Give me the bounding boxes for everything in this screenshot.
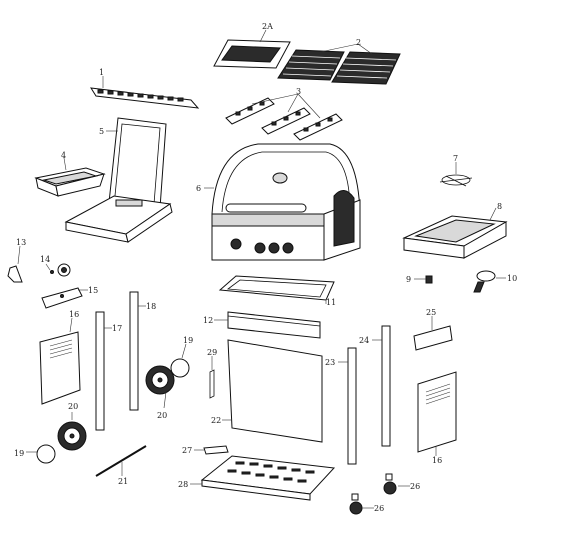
label-20b: 20	[68, 402, 78, 411]
part-10-side-burner-valve: 10	[473, 270, 517, 293]
label-2a: 2A	[262, 22, 273, 31]
part-6-firebox-hood: 6	[196, 143, 361, 261]
label-12: 12	[203, 316, 213, 325]
part-19-hubcap-upper: 19	[170, 336, 193, 378]
label-16b: 16	[432, 456, 442, 465]
part-9-ignitor: 9	[406, 275, 433, 284]
part-4-grease-tray: 4	[34, 151, 106, 197]
part-27-bracket: 27	[182, 445, 229, 455]
part-13-hook: 13	[7, 238, 26, 283]
label-10: 10	[507, 274, 517, 283]
part-20-wheel-upper: 20	[145, 365, 175, 420]
part-1-warming-rack: 1	[90, 68, 200, 109]
label-26a: 26	[410, 482, 420, 491]
label-1: 1	[99, 68, 104, 77]
label-19b: 19	[14, 449, 24, 458]
part-14-knob: 14	[40, 255, 71, 277]
part-26-caster-upper: 26	[383, 473, 420, 495]
part-16-left-panel: 16	[39, 310, 81, 405]
part-29-handle: 29	[207, 348, 217, 399]
part-2-cooking-grates: 2	[277, 38, 401, 85]
part-25-right-rail: 25	[413, 308, 453, 351]
label-14: 14	[40, 255, 50, 264]
label-20a: 20	[157, 411, 167, 420]
label-2: 2	[356, 38, 361, 47]
part-18-leg: 18	[129, 291, 156, 411]
label-11: 11	[326, 298, 336, 307]
label-3: 3	[296, 87, 301, 96]
label-18: 18	[146, 302, 156, 311]
part-15-control-rail: 15	[41, 286, 98, 309]
label-23: 23	[325, 358, 335, 367]
label-15: 15	[88, 286, 98, 295]
part-23-right-leg: 23	[325, 347, 357, 465]
label-17: 17	[112, 324, 122, 333]
part-21-axle: 21	[95, 445, 147, 486]
part-5-side-burner-lid: 5	[64, 117, 173, 243]
label-25: 25	[426, 308, 436, 317]
part-20-wheel-lower: 20	[57, 402, 87, 451]
label-16a: 16	[69, 310, 79, 319]
part-12-back-rail: 12	[203, 311, 321, 339]
part-7-side-burner-grate: 7	[439, 154, 473, 187]
label-6: 6	[196, 184, 201, 193]
label-28: 28	[178, 480, 188, 489]
part-26-caster-lower: 26	[349, 493, 384, 515]
label-24: 24	[359, 336, 369, 345]
part-28-bottom-shelf: 28	[178, 455, 336, 501]
label-21: 21	[118, 477, 128, 486]
label-29: 29	[207, 348, 217, 357]
label-9: 9	[406, 275, 411, 284]
label-7: 7	[453, 154, 458, 163]
label-27: 27	[182, 446, 192, 455]
part-16-right-panel: 16	[417, 371, 457, 465]
part-19-hubcap-lower: 19	[14, 444, 56, 464]
label-26b: 26	[374, 504, 384, 513]
label-13: 13	[16, 238, 26, 247]
part-3-flame-tamers: 3	[225, 87, 343, 141]
label-8: 8	[497, 202, 502, 211]
label-4: 4	[61, 151, 66, 160]
label-22: 22	[211, 416, 221, 425]
part-8-side-burner-box: 8	[402, 202, 508, 259]
label-19a: 19	[183, 336, 193, 345]
label-5: 5	[99, 127, 104, 136]
part-24-right-leg: 24	[359, 325, 391, 447]
part-11-bottom-tray: 11	[218, 275, 336, 307]
part-22-back-panel: 22	[211, 339, 323, 443]
part-2a-griddle: 2A	[213, 22, 291, 69]
part-17-left-leg: 17	[95, 311, 122, 431]
